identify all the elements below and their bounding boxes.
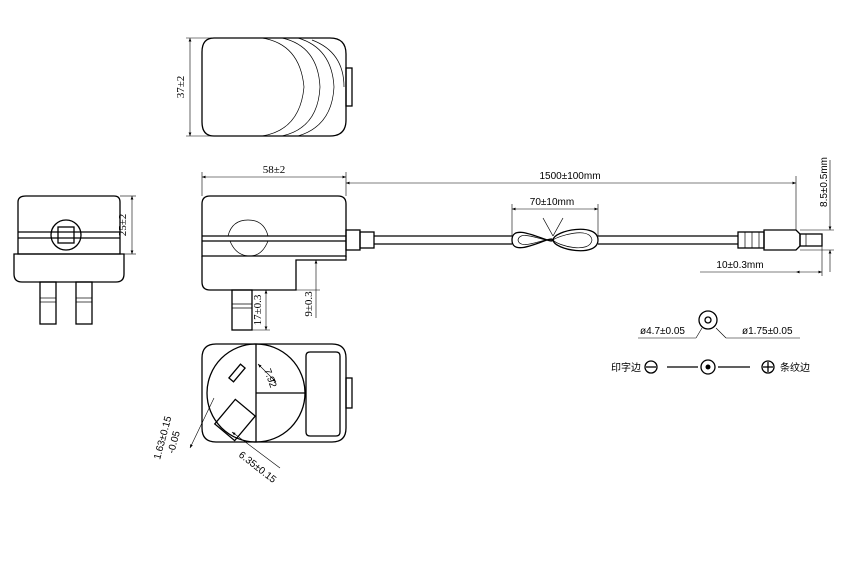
side-view: 17±0.3 9±0.3 58±2 (201, 164, 375, 331)
top-view: 37±2 (175, 37, 353, 137)
cable-tie-length-dim: 70±10mm (530, 197, 574, 208)
outer-diameter-label: ø4.7±0.05 (640, 326, 685, 337)
plug-diameter-dim: 8.5±0.5mm (819, 157, 830, 207)
plug-length-dim: 10±0.3mm (716, 260, 763, 271)
bottom-view: 7.92 1.63±0.15 -0.05 6.35±0.15 (152, 343, 353, 486)
body-height-dim: 25±2 (117, 214, 129, 237)
inner-diameter-label: ø1.75±0.05 (742, 326, 793, 337)
stripe-side-label: 条纹边 (780, 361, 810, 374)
live-pin-length-dim: 9±0.3 (303, 291, 315, 317)
pin-width-dim: 6.35±0.15 (236, 450, 278, 486)
cable-length-dim: 1500±100mm (539, 171, 600, 182)
pin-offset-dim: 7.92 (261, 367, 278, 389)
print-side-label: 印字边 (611, 361, 641, 374)
earth-pin-length-dim: 17±0.3 (252, 294, 264, 325)
end-view: 25±2 (13, 195, 136, 325)
body-length-dim: 58±2 (263, 164, 286, 176)
top-height-dim: 37±2 (175, 76, 187, 99)
cable: 1500±100mm 70±10mm 8.5±0.5mm 10±0.3mm (346, 157, 834, 276)
connector-detail: ø4.7±0.05 ø1.75±0.05 印字边 条纹边 (611, 310, 810, 375)
